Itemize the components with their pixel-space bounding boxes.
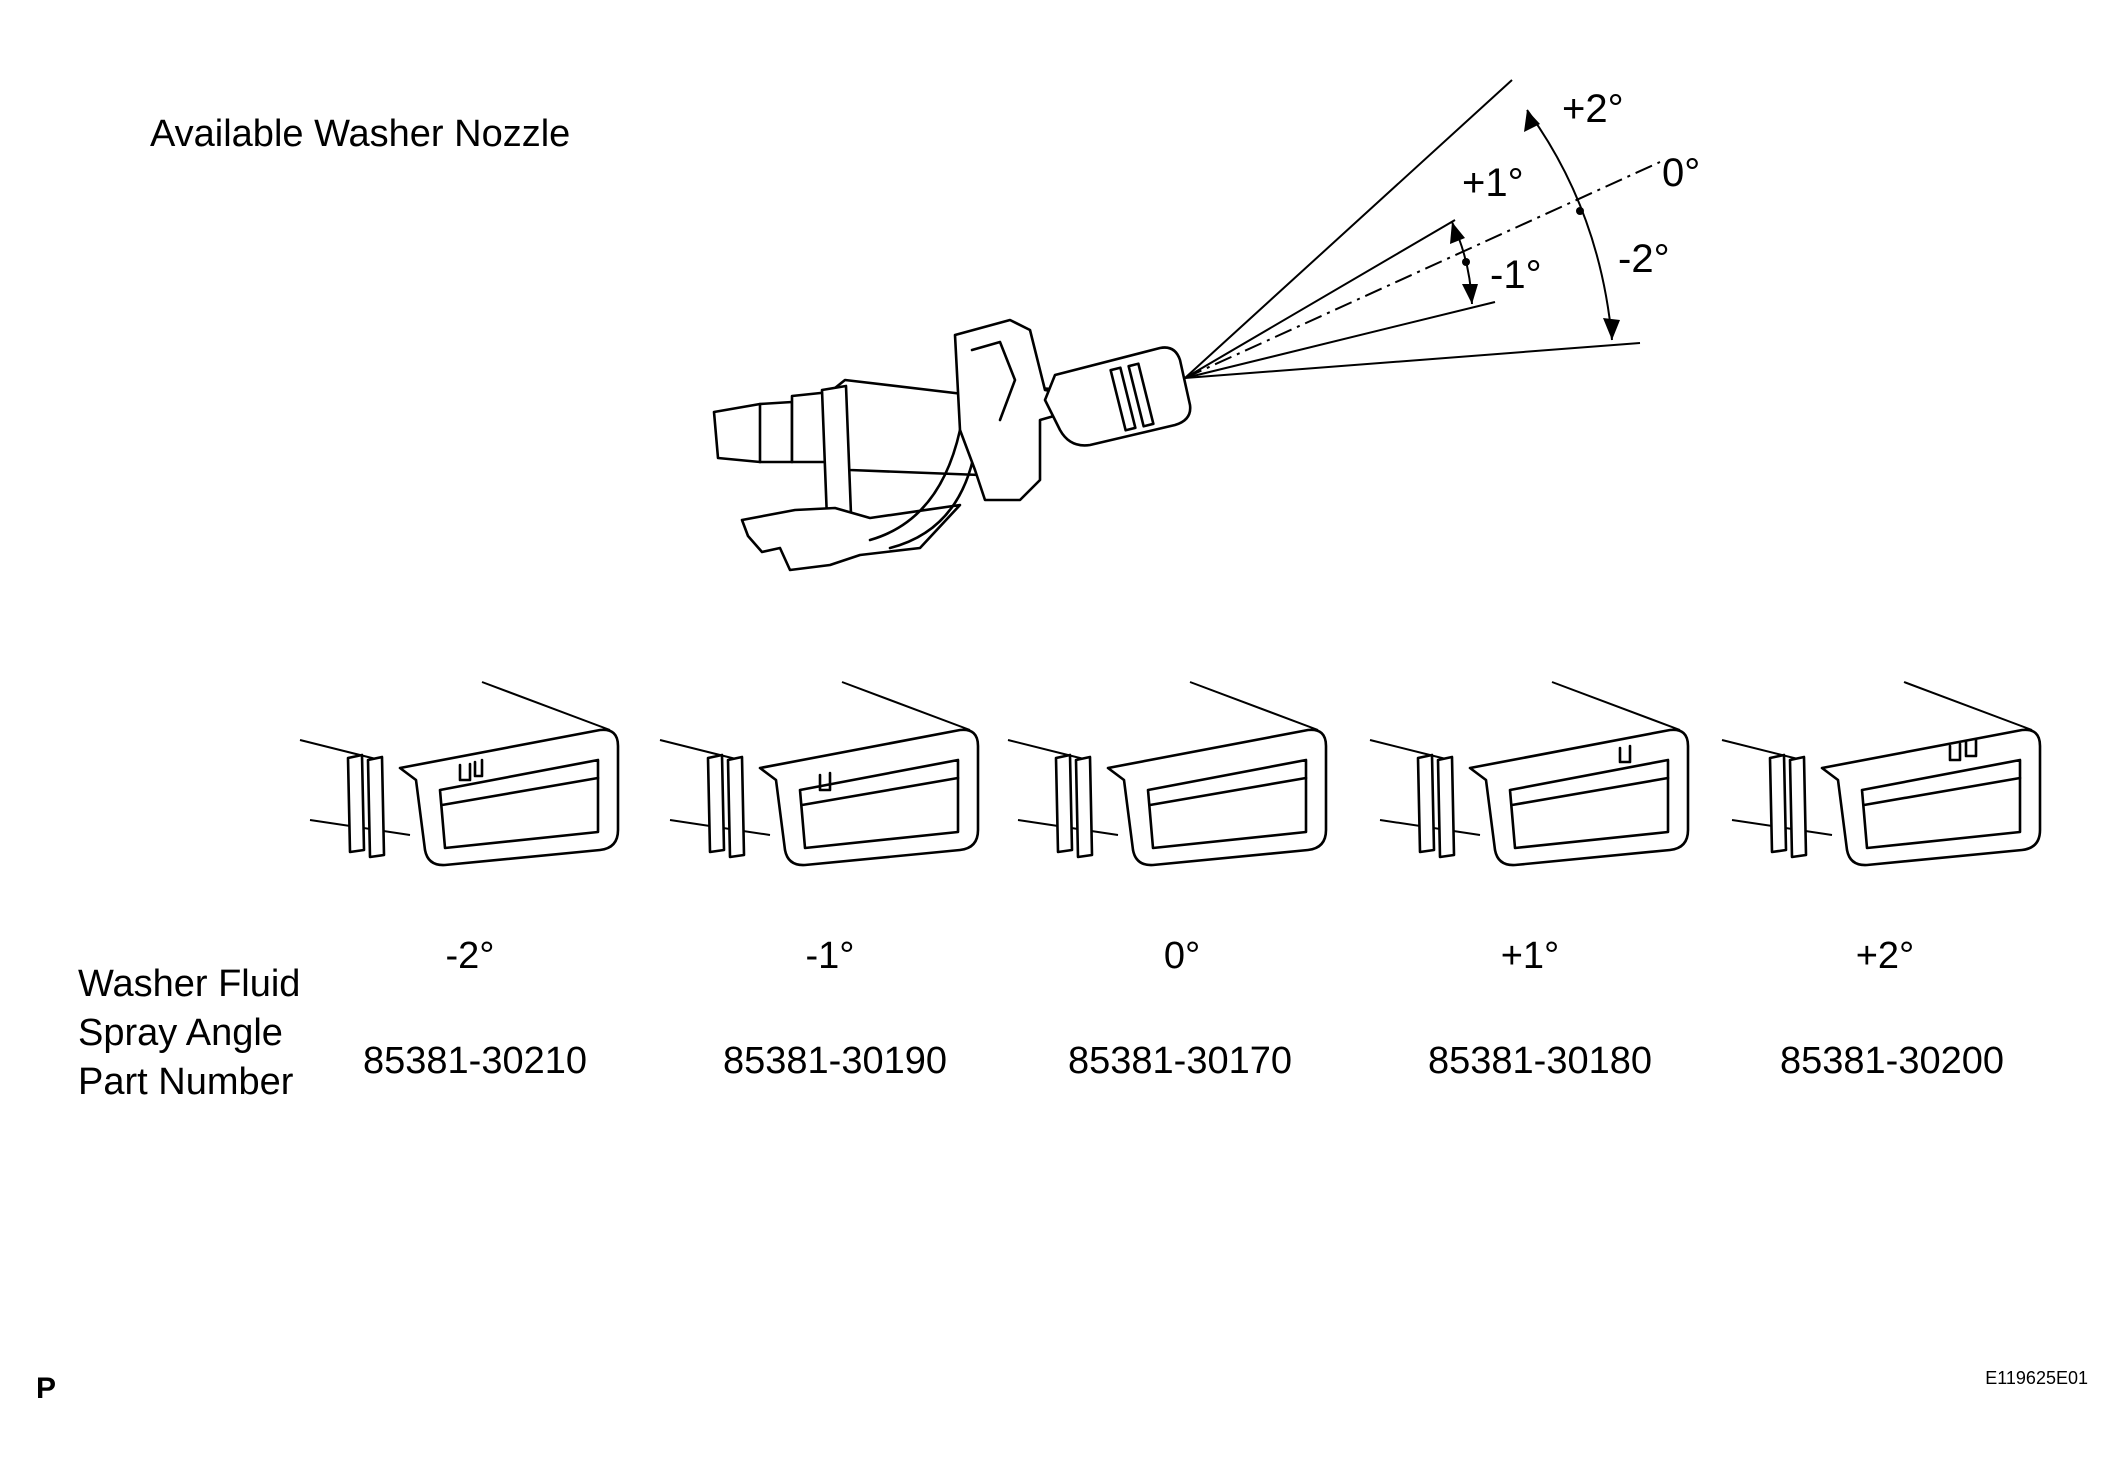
label-plus1: +1° [1462,161,1524,205]
nozzle-housing [953,318,1077,502]
label-minus1: -1° [1490,253,1542,297]
spray-line-zero [1184,161,1661,379]
part-number-2: 85381-30190 [723,1040,947,1082]
part-number-4: 85381-30180 [1428,1040,1652,1082]
row-label-washer-fluid: Washer Fluid [78,963,300,1005]
spray-angle-diagram: +2° +1° 0° -1° -2° [1184,79,1700,379]
arrowhead-minus1 [1462,284,1478,304]
spray-line-plus2 [1184,79,1513,379]
angle-arc-outer [1526,109,1613,341]
row-label-spray-angle: Spray Angle [78,1012,283,1054]
nozzle-angle-5: +2° [1856,935,1915,977]
arrowhead-plus2 [1524,110,1540,132]
page-mark: P [36,1372,56,1405]
nozzle-variant-3 [1007,681,1328,867]
figure-title: Available Washer Nozzle [150,113,570,155]
label-plus2: +2° [1562,87,1624,131]
figure-code: E119625E01 [1985,1368,2088,1388]
inner-arc-dot [1462,258,1470,266]
part-number-3: 85381-30170 [1068,1040,1292,1082]
nozzle-angle-3: 0° [1164,935,1200,977]
arrowhead-plus1 [1450,222,1465,244]
row-label-part-number: Part Number [78,1061,294,1103]
part-number-5: 85381-30200 [1780,1040,2004,1082]
nozzle-slot-2 [1127,362,1155,428]
nozzle-angle-2: -1° [806,935,855,977]
spray-line-plus1 [1184,219,1456,379]
arrowhead-minus2 [1603,318,1620,340]
nozzle-hose-barb [712,400,794,464]
nozzle-variant-1 [299,681,620,867]
spray-line-minus2 [1184,342,1641,379]
nozzle-variant-5 [1721,681,2042,867]
part-number-1: 85381-30210 [363,1040,587,1082]
washer-nozzle-drawing [712,318,1192,572]
label-minus2: -2° [1618,237,1670,281]
spray-line-minus1 [1184,301,1496,379]
nozzle-slot-1 [1109,366,1137,432]
label-zero: 0° [1662,151,1700,195]
nozzle-variant-2 [659,681,980,867]
arc-center-dot [1576,207,1584,215]
nozzle-angle-4: +1° [1501,935,1560,977]
nozzle-angle-1: -2° [446,935,495,977]
nozzle-variant-4 [1369,681,1690,867]
nozzle-bracket [740,503,962,572]
